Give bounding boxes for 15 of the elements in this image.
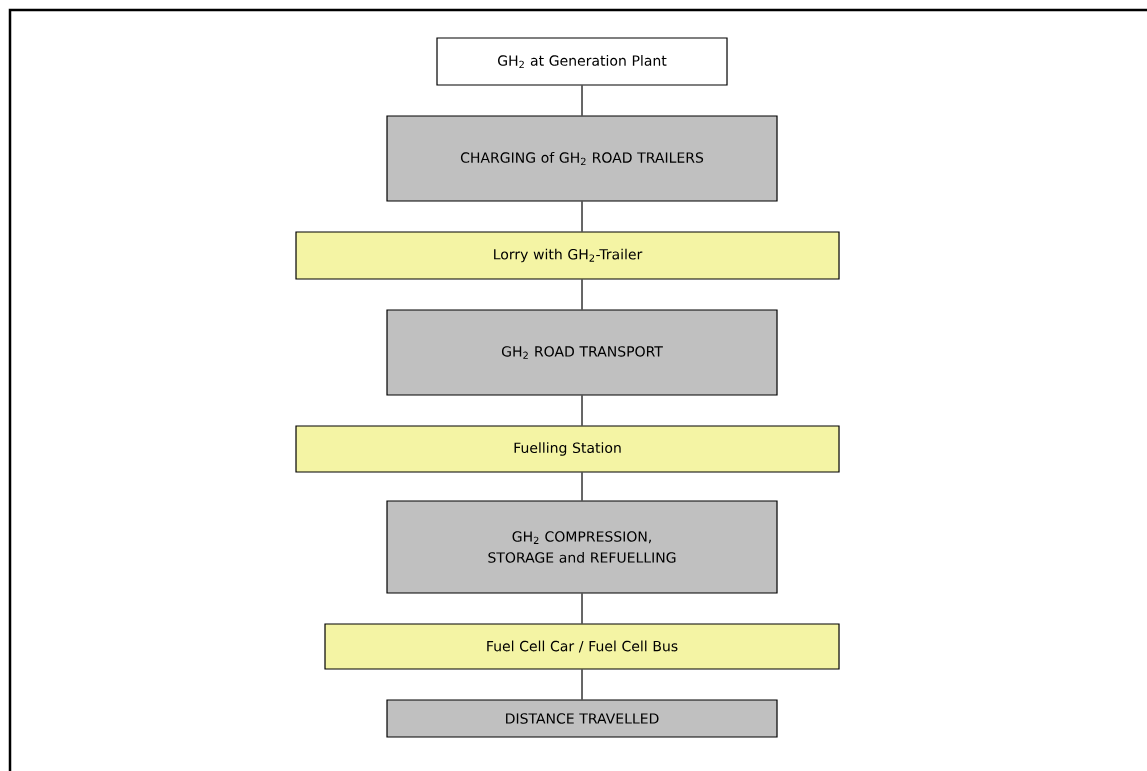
equipment-box: Fuelling Station [295,425,840,473]
connector-line [581,593,583,624]
process-box: CHARGING of GH$_{2}$ ROAD TRAILERS [386,115,778,202]
connector-line [581,472,583,501]
process-box: GH$_{2}$ COMPRESSION, STORAGE and REFUELLING [386,500,778,594]
process-box: GH$_{2}$ ROAD TRANSPORT [386,309,778,396]
connector-line [581,395,583,426]
process-box: DISTANCE TRAVELLED [386,699,778,738]
connector-line [581,669,583,700]
connector-line [581,279,583,310]
connector-line [581,85,583,116]
connector-line [581,201,583,232]
equipment-box: Fuel Cell Car / Fuel Cell Bus [324,623,840,670]
source-box: GH$_{2}$ at Generation Plant [436,37,728,86]
equipment-box: Lorry with GH$_{2}$-Trailer [295,231,840,280]
